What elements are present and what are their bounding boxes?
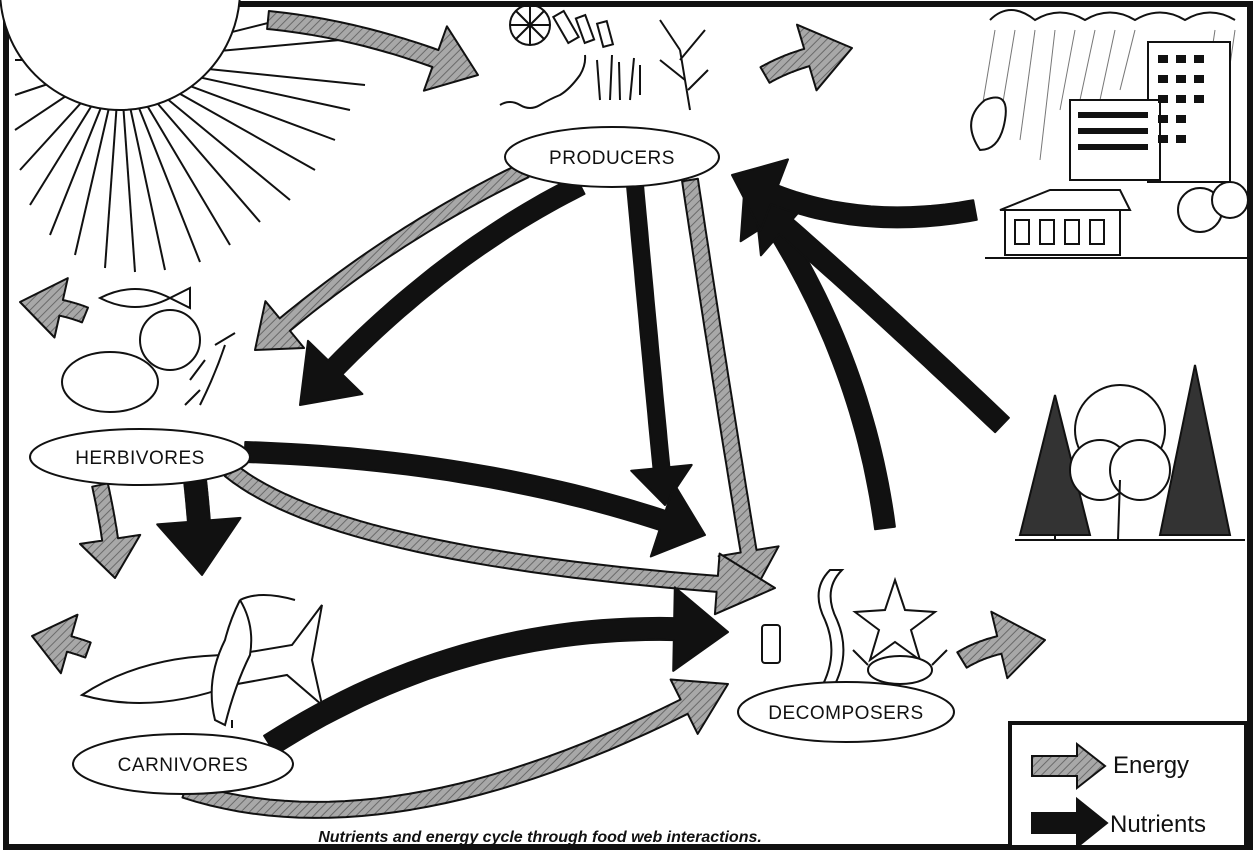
- nutrient-arrow-carnivores-to-decomposers: [263, 586, 729, 756]
- shrimp-icon: [184, 332, 236, 406]
- starfish-icon: [852, 576, 938, 663]
- legend-nutrients-swatch: [1031, 796, 1109, 850]
- legend-energy-swatch: [1031, 741, 1107, 791]
- energy-arrow-herbivores-to-decomposers: [223, 462, 776, 616]
- crab-icon: [852, 649, 948, 685]
- energy-arrow-sun-to-producers: [266, 10, 479, 92]
- energy-arrow-herbivores-out: [19, 277, 89, 339]
- energy-arrow-decomposers-out: [956, 610, 1046, 680]
- node-producers-label: PRODUCERS: [549, 148, 675, 169]
- diagram-border: [3, 1, 1253, 850]
- energy-arrow-producers-out: [759, 23, 853, 92]
- node-carnivores-label: CARNIVORES: [118, 755, 249, 776]
- nutrient-arrow-city-to-producers: [731, 158, 978, 232]
- energy-arrow-carnivores-out: [31, 613, 92, 675]
- heron-icon: [210, 594, 296, 728]
- node-decomposers-label: DECOMPOSERS: [768, 703, 923, 724]
- nutrient-arrow-producers-to-herbivores: [299, 175, 586, 406]
- arrow-layer: [19, 10, 1046, 819]
- legend: Energy Nutrients: [1008, 721, 1248, 850]
- legend-energy-label: Energy: [1113, 752, 1189, 779]
- snail-icon: [61, 309, 201, 413]
- node-decomposers: DECOMPOSERS: [737, 681, 955, 743]
- energy-arrow-producers-to-herbivores: [254, 161, 530, 351]
- fish-icon: [97, 286, 191, 310]
- node-herbivores: HERBIVORES: [29, 428, 251, 486]
- sun-icon: [0, 0, 366, 273]
- nutrient-arrow-forest-to-producers: [754, 197, 1010, 434]
- energy-arrow-herbivores-to-carnivores: [79, 482, 142, 579]
- diagram-caption: Nutrients and energy cycle through food …: [318, 829, 762, 846]
- node-herbivores-label: HERBIVORES: [75, 448, 205, 469]
- nutrient-arrow-herbivores-to-decomposers: [243, 441, 706, 558]
- forest-icon: [1015, 364, 1245, 541]
- algae-icon: [499, 4, 709, 111]
- nutrient-arrow-herbivores-to-carnivores: [156, 477, 242, 576]
- legend-nutrients-label: Nutrients: [1110, 811, 1206, 838]
- shark-icon: [79, 604, 324, 708]
- node-producers: PRODUCERS: [504, 126, 720, 188]
- worm-icon: [817, 569, 845, 691]
- node-carnivores: CARNIVORES: [72, 733, 294, 795]
- city-icon: [970, 9, 1250, 259]
- house-icon: [1014, 219, 1105, 245]
- nutrient-arrow-producers-to-decomposers: [626, 183, 693, 506]
- energy-arrow-carnivores-to-decomposers: [181, 678, 729, 819]
- energy-arrow-producers-to-decomposers: [681, 177, 780, 591]
- detritus-icon: [761, 624, 781, 664]
